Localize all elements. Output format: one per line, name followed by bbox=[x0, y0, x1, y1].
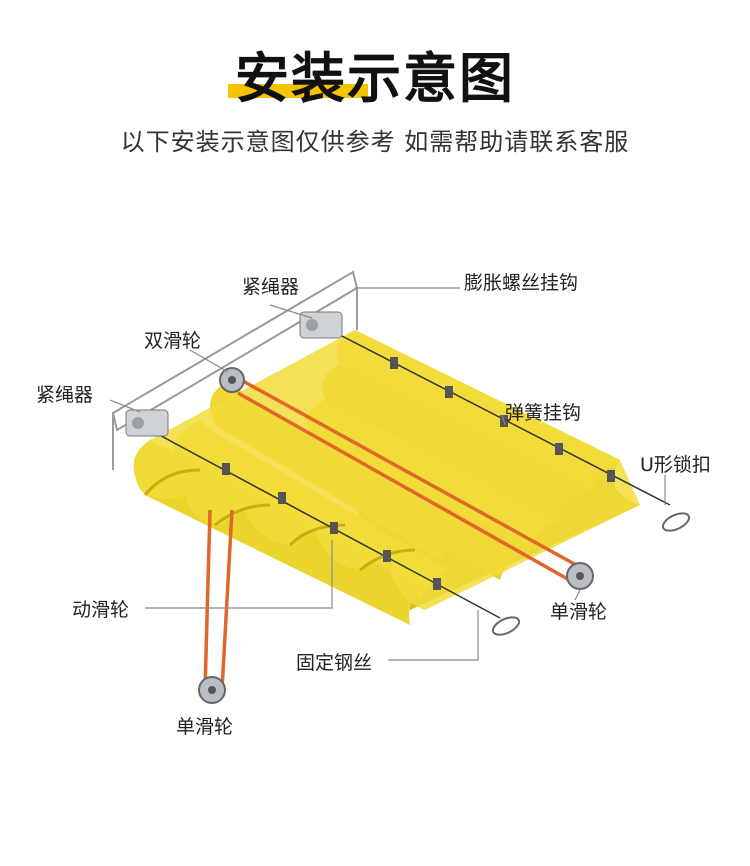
tensioner-top bbox=[299, 311, 343, 339]
double-pulley bbox=[219, 367, 245, 393]
label-fixed-wire: 固定钢丝 bbox=[296, 652, 373, 674]
pull-ropes bbox=[203, 373, 581, 691]
label-tensioner-top: 紧绳器 bbox=[242, 276, 300, 298]
page-subtitle: 以下安装示意图仅供参考 如需帮助请联系客服 bbox=[120, 128, 630, 156]
single-pulley-bottom bbox=[198, 676, 226, 704]
label-double-pulley: 双滑轮 bbox=[144, 330, 202, 352]
fixed-wire-front bbox=[149, 429, 501, 619]
title-accent-bar bbox=[228, 84, 368, 98]
label-single-pulley-right: 单滑轮 bbox=[550, 601, 608, 623]
label-moving-pulley: 动滑轮 bbox=[72, 599, 130, 621]
page-title: 安装示意图 bbox=[235, 47, 515, 110]
label-expansion-hook: 膨胀螺丝挂钩 bbox=[464, 272, 579, 294]
label-spring-hook: 弹簧挂钩 bbox=[505, 402, 582, 424]
single-pulley-right bbox=[566, 562, 594, 590]
leader-lines bbox=[109, 287, 666, 661]
u-lock-hardware bbox=[491, 512, 691, 636]
canopy bbox=[133, 330, 640, 625]
label-u-lock: U形锁扣 bbox=[640, 454, 711, 476]
label-tensioner-left: 紧绳器 bbox=[36, 384, 94, 406]
tensioner-left bbox=[125, 409, 169, 437]
label-single-pulley-bottom: 单滑轮 bbox=[176, 716, 234, 738]
